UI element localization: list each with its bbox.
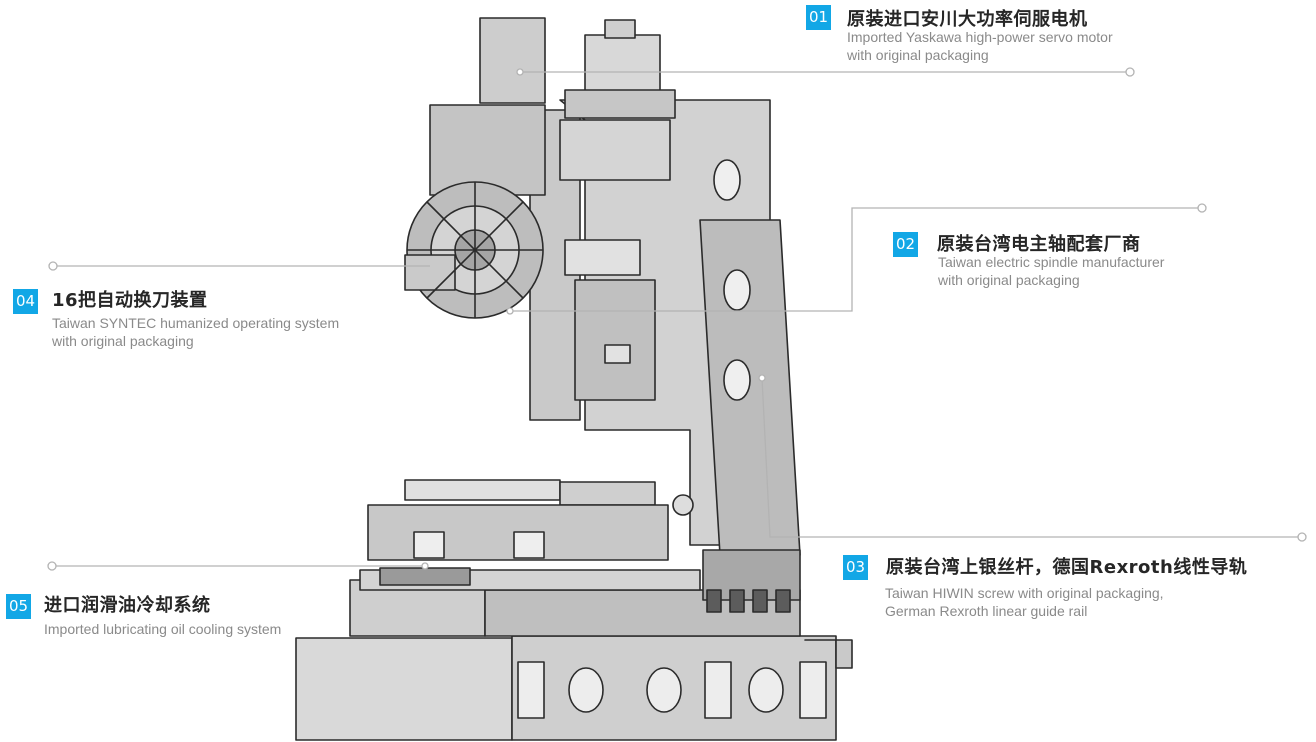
callout-number-badge: 04 (13, 289, 38, 314)
callout-title: 原装台湾上银丝杆，德国Rexroth线性导轨 (886, 557, 1248, 578)
servo-motor (584, 34, 661, 96)
callout-desc-line1: Imported lubricating oil cooling system (44, 621, 282, 637)
tool-magazine (404, 104, 546, 319)
callout-number-badge: 05 (6, 594, 31, 619)
callout-desc-line2: German Rexroth linear guide rail (885, 603, 1088, 619)
callout-desc-line1: Taiwan electric spindle manufacturer (938, 254, 1165, 270)
machine-base (295, 637, 513, 741)
callout-title: 原装进口安川大功率伺服电机 (847, 9, 1088, 30)
callout-desc-line2: with original packaging (938, 272, 1080, 288)
callout-desc-line1: Taiwan SYNTEC humanized operating system (52, 315, 340, 331)
callout-number-badge: 02 (893, 232, 918, 257)
callout-number-badge: 01 (806, 5, 831, 30)
callout-desc-line1: Imported Yaskawa high-power servo motor (847, 29, 1113, 45)
callout-title: 进口润滑油冷却系统 (44, 595, 211, 616)
callout-desc-line2: with original packaging (52, 333, 194, 349)
callout-number-badge: 03 (843, 555, 868, 580)
callout-title: 原装台湾电主轴配套厂商 (937, 234, 1141, 255)
callout-desc-line1: Taiwan HIWIN screw with original packagi… (885, 585, 1164, 601)
work-table (404, 479, 561, 501)
callout-title: 16把自动换刀装置 (52, 290, 208, 311)
callout-desc-line2: with original packaging (847, 47, 989, 63)
